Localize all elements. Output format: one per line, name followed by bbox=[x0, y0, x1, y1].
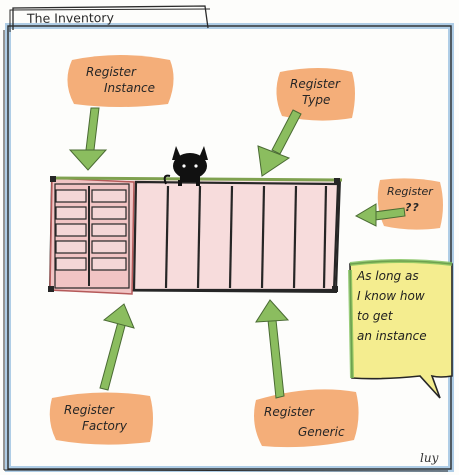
tag-register-factory bbox=[49, 392, 153, 445]
container-shelves bbox=[55, 186, 127, 286]
arrows bbox=[68, 107, 406, 399]
label-register-generic-line2: Generic bbox=[298, 425, 345, 439]
container bbox=[48, 176, 343, 295]
label-register-unknown: Register ?? bbox=[387, 184, 433, 216]
note-line-2: I know how bbox=[357, 289, 425, 303]
label-register-instance-line1: Register bbox=[86, 65, 136, 79]
arrow-register-instance bbox=[68, 107, 108, 171]
note-bubble bbox=[348, 259, 453, 399]
label-register-unknown-line1: Register bbox=[387, 185, 433, 198]
cat-icon bbox=[163, 146, 208, 186]
arrow-register-unknown bbox=[354, 203, 406, 227]
arrow-register-factory bbox=[99, 303, 135, 391]
label-register-unknown-line2: ?? bbox=[405, 201, 420, 214]
note-line-1: As long as bbox=[357, 269, 419, 283]
container-side bbox=[132, 180, 340, 292]
note-line-4: an instance bbox=[357, 329, 427, 343]
label-register-factory-line2: Factory bbox=[82, 419, 127, 433]
note-text: As long as I know how to get an instance bbox=[357, 266, 447, 346]
diagram-title: The Inventory bbox=[26, 9, 115, 26]
label-register-type-line1: Register bbox=[290, 77, 340, 91]
tag-register-generic bbox=[254, 389, 359, 448]
label-register-instance-line2: Instance bbox=[104, 81, 156, 95]
note-line-3: to get bbox=[357, 309, 393, 323]
label-register-generic: Register Generic bbox=[264, 404, 345, 440]
label-register-factory-line1: Register bbox=[64, 403, 114, 417]
tag-register-type bbox=[276, 68, 355, 121]
label-register-instance: Register Instance bbox=[86, 64, 155, 96]
tag-register-instance bbox=[67, 55, 174, 107]
arrow-register-generic bbox=[255, 299, 290, 399]
page-frame bbox=[3, 23, 454, 472]
label-register-type-line2: Type bbox=[302, 93, 331, 107]
label-register-generic-line1: Register bbox=[264, 405, 314, 419]
artist-signature: luy bbox=[420, 451, 439, 465]
title-tab-outline bbox=[9, 5, 211, 32]
arrow-register-type bbox=[257, 109, 302, 177]
label-register-type: Register Type bbox=[290, 76, 340, 108]
label-register-factory: Register Factory bbox=[64, 402, 127, 434]
